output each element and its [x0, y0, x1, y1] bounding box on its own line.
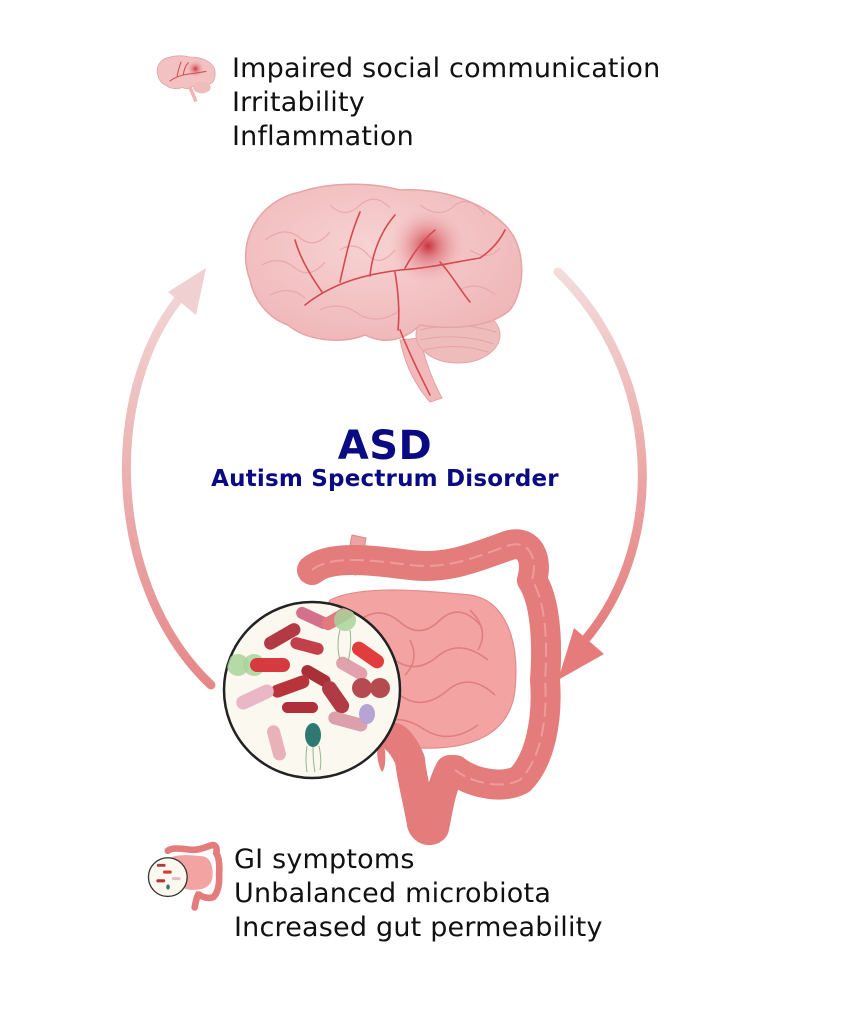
brain-symptoms-list: Impaired social communication Irritabili…	[232, 52, 660, 154]
symptom-inflammation: Inflammation	[232, 121, 414, 152]
asd-subtitle: Autism Spectrum Disorder	[211, 466, 559, 492]
symptom-unbalanced-microbiota: Unbalanced microbiota	[234, 878, 552, 909]
asd-title: ASD	[337, 423, 433, 469]
symptom-impaired-social-communication: Impaired social communication	[232, 53, 661, 84]
arrow-gut-to-brain	[121, 268, 216, 690]
symptom-irritability: Irritability	[232, 87, 365, 118]
arrow-brain-to-gut	[553, 267, 647, 680]
small-brain-icon	[156, 55, 216, 103]
symptom-increased-gut-permeability: Increased gut permeability	[234, 912, 603, 943]
microbiota-circle	[222, 600, 402, 780]
small-gut-icon	[147, 841, 223, 911]
gut-symptoms-list: GI symptoms Unbalanced microbiota Increa…	[234, 843, 603, 945]
symptom-gi-symptoms: GI symptoms	[234, 844, 415, 875]
brain-illustration	[244, 183, 523, 403]
